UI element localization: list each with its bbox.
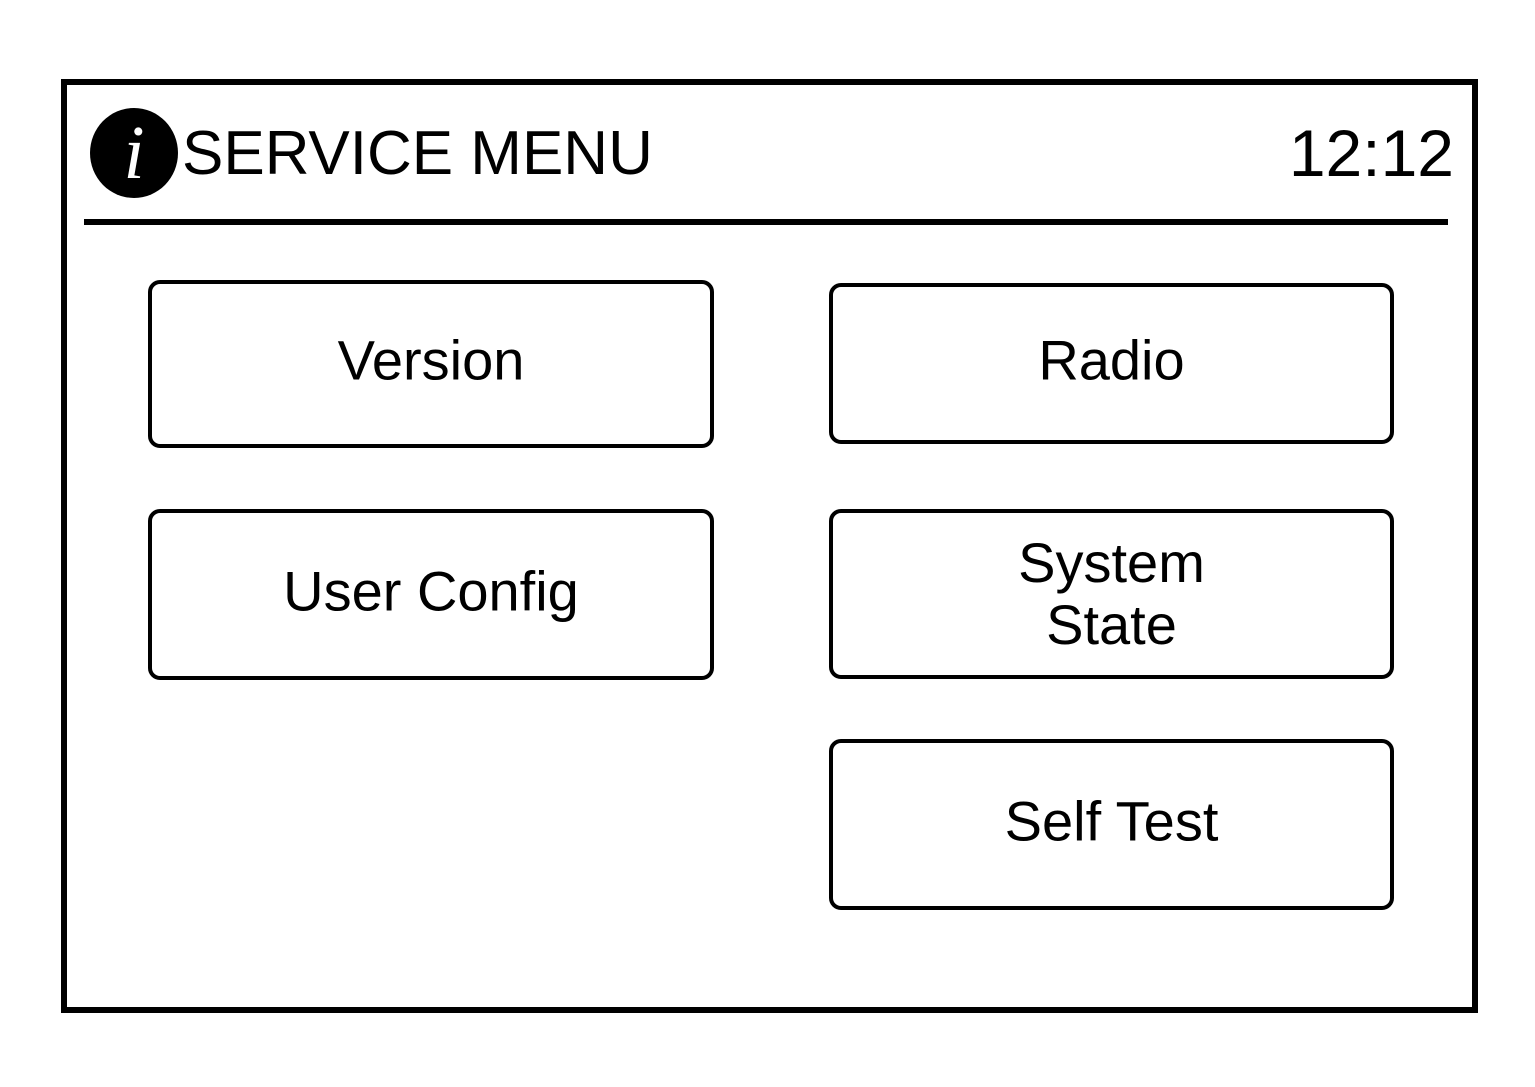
menu-button-self-test[interactable]: Self Test: [829, 739, 1394, 910]
menu-button-version[interactable]: Version: [148, 280, 714, 448]
header-bar: i SERVICE MENU 12:12: [90, 105, 1454, 235]
menu-button-radio[interactable]: Radio: [829, 283, 1394, 444]
clock-display: 12:12: [1288, 116, 1454, 190]
info-icon-glyph: i: [123, 111, 145, 195]
service-menu-screen: i SERVICE MENU 12:12 Version User Config…: [61, 79, 1478, 1013]
header-divider: [84, 219, 1448, 225]
menu-button-self-test-label: Self Test: [1004, 788, 1219, 852]
info-icon: i: [90, 108, 178, 198]
menu-button-version-label: Version: [337, 328, 525, 392]
menu-button-system-state[interactable]: System State: [829, 509, 1394, 679]
menu-button-radio-label: Radio: [1038, 327, 1185, 391]
menu-button-user-config[interactable]: User Config: [148, 509, 714, 680]
menu-button-user-config-label: User Config: [283, 558, 579, 622]
page-title: SERVICE MENU: [182, 119, 653, 188]
menu-button-system-state-label: System State: [1018, 531, 1205, 656]
